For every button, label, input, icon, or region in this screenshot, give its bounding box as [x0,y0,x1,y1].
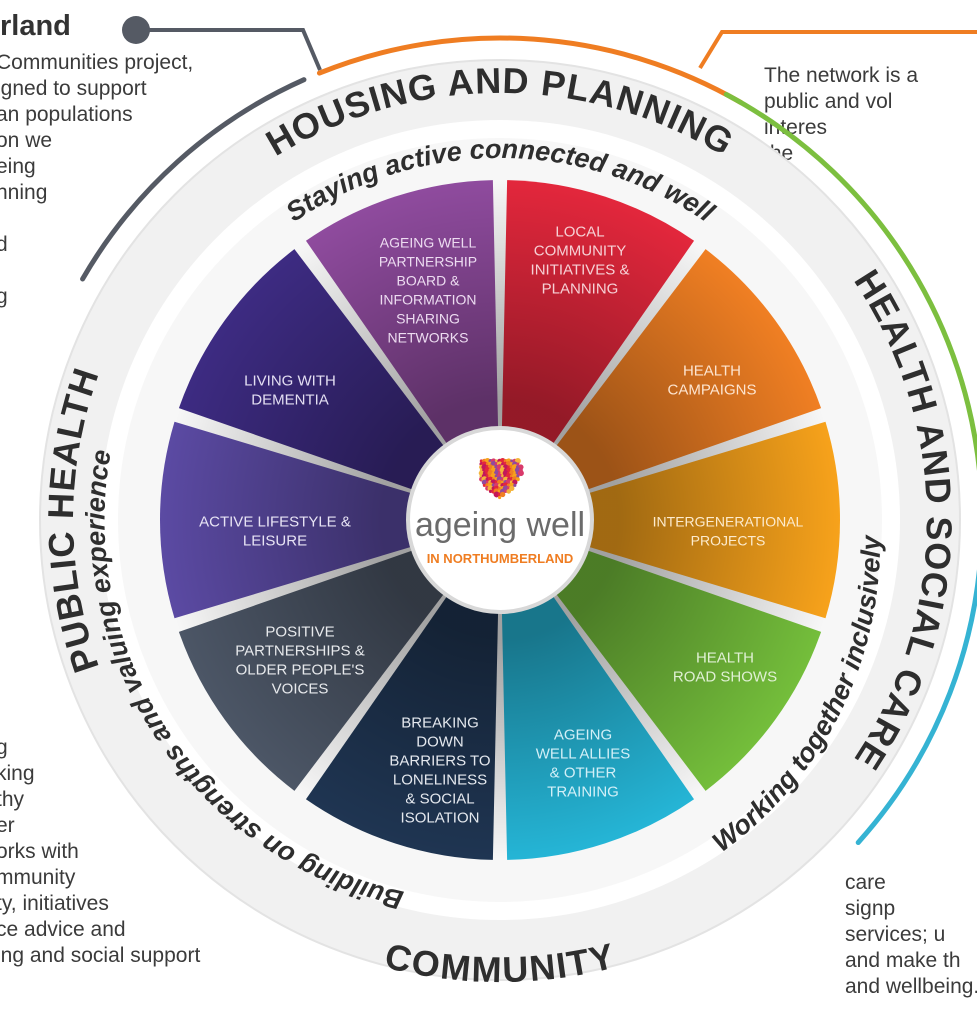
heart-dot [479,459,483,463]
heart-dot [498,495,502,500]
right-description-bottom: care signp services; u and make th and w… [845,871,977,998]
right-connector-line [698,30,977,70]
heart-dot [516,462,520,466]
green-arc [723,91,977,472]
logo-subtitle: IN NORTHUMBERLAND [427,551,574,566]
heart-dot [517,470,524,477]
left-description-bottom: g king thy er orks with mmunity ty, init… [0,736,201,967]
heart-dot [515,477,520,482]
heart-dot [485,474,490,478]
heart-dot [500,491,506,498]
heart-dot [494,459,499,463]
orange-arc [316,35,744,106]
heart-dot [498,486,502,490]
left-connector-dot [122,16,150,44]
heart-dot [501,480,505,484]
grey-arc [80,77,307,282]
heart-dot [506,489,512,494]
heart-dot [481,479,488,485]
heart-dot [493,491,500,498]
blue-arc [855,568,977,846]
left-connector-line [135,28,322,71]
heart-logo-icon [478,458,524,500]
heart-dot [504,489,508,493]
left-description-top: Communities project, igned to support an… [0,51,194,308]
heart-dot [513,483,517,487]
heart-dot [509,485,515,492]
logo-wordmark: ageing well [415,506,585,544]
segment-label-8: ACTIVE LIFESTYLE &LEISURE [199,514,351,550]
heart-dot [516,474,520,478]
heart-dot [510,459,514,463]
heart-dot [501,462,505,466]
page-heading: rland [0,10,71,42]
outer-arcs [80,35,977,846]
heart-dot [485,462,490,466]
heart-dot [482,483,487,487]
heart-dot [498,483,502,487]
heart-dot [501,474,505,478]
heart-dot [488,489,493,493]
logo-circle [406,426,594,614]
heart-dot [485,480,490,484]
